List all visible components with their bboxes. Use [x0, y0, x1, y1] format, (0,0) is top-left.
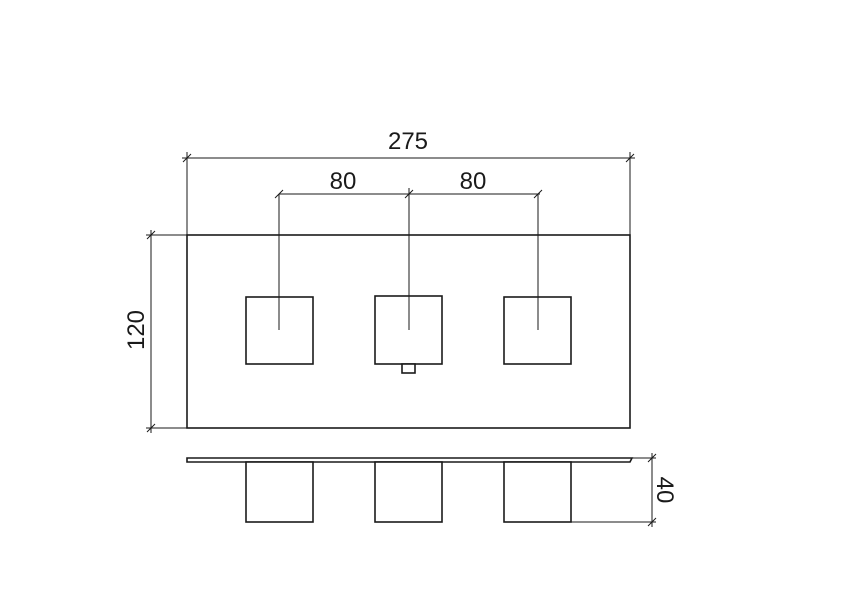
side-knob-left [245, 461, 314, 523]
knob-center-tab [401, 363, 416, 374]
dimension-overall-width: 275 [182, 128, 635, 235]
dimension-plate-height: 120 [123, 230, 187, 433]
side-plate [186, 457, 634, 463]
depth-label: 40 [651, 477, 678, 504]
overall-width-label: 275 [388, 128, 428, 155]
side-view [186, 457, 634, 523]
side-knob-center [374, 461, 443, 523]
dimension-spacing: 80 80 [274, 168, 543, 330]
dimension-depth: 40 [571, 453, 678, 527]
plate-height-label: 120 [123, 310, 150, 350]
spacing-left-label: 80 [330, 168, 357, 195]
spacing-right-label: 80 [460, 168, 487, 195]
side-knob-right [503, 461, 572, 523]
